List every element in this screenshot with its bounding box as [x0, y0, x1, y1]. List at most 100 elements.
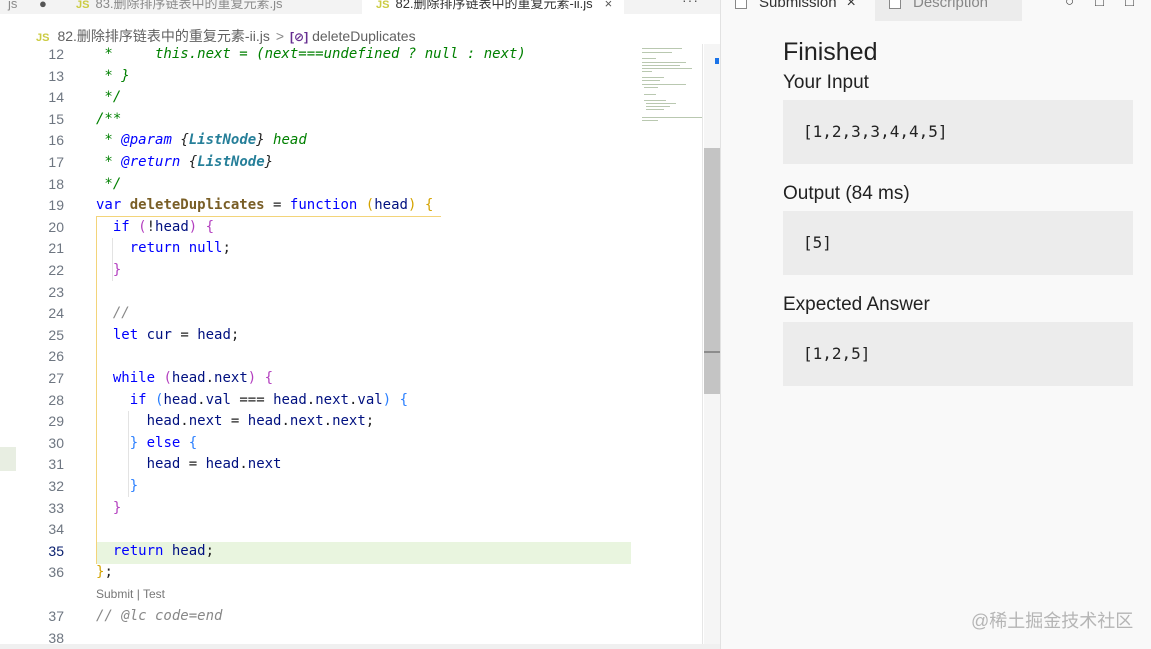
code-line[interactable]: 26	[0, 346, 640, 368]
line-number: 24	[48, 305, 64, 322]
code-text: if (head.val === head.next.val) {	[129, 391, 408, 408]
code-text: let cur = head;	[112, 326, 240, 343]
tab-label: Submission	[759, 0, 837, 11]
line-number: 21	[48, 240, 64, 257]
code-line[interactable]: 30 } else {	[0, 433, 640, 455]
line-number: 23	[48, 283, 64, 300]
tab-description[interactable]: Description	[875, 0, 1023, 21]
code-text: */	[96, 175, 122, 192]
close-icon[interactable]: ×	[846, 0, 856, 11]
maximize-icon[interactable]: □	[1125, 0, 1135, 10]
code-line[interactable]: 18 */	[0, 174, 640, 196]
breadcrumb-file[interactable]: 82.删除排序链表中的重复元素-ii.js	[57, 28, 270, 44]
line-number: 22	[48, 262, 64, 278]
scrollbar-cursor-marker	[704, 351, 720, 353]
code-line[interactable]: 27 while (head.next) {	[0, 368, 640, 390]
gutter-change-marker	[0, 447, 16, 471]
code-text: var deleteDuplicates = function (head) {	[96, 197, 434, 214]
close-icon[interactable]: ×	[604, 0, 613, 11]
code-line[interactable]: 12 * this.next = (next===undefined ? nul…	[0, 44, 640, 66]
code-line[interactable]: 28 if (head.val === head.next.val) {	[0, 390, 640, 412]
function-scope-highlight	[96, 216, 441, 564]
result-status-title: Finished	[783, 38, 878, 66]
code-text: /**	[96, 110, 122, 127]
preview-icon	[889, 0, 901, 10]
js-file-icon: JS	[76, 0, 90, 11]
editor-ruler	[702, 44, 703, 649]
code-line[interactable]: 38	[0, 628, 640, 649]
code-line[interactable]: 22 }	[0, 260, 640, 282]
code-text: while (head.next) {	[112, 370, 274, 386]
code-line[interactable]: 24 //	[0, 303, 640, 325]
line-number: 15	[48, 110, 64, 127]
code-text: };	[96, 564, 113, 581]
code-text: }	[129, 478, 139, 494]
code-line[interactable]: 33 }	[0, 498, 640, 520]
code-line[interactable]: 34	[0, 519, 640, 541]
code-text: // @lc code=end	[96, 608, 223, 624]
code-line[interactable]: 20 if (!head) {	[0, 217, 640, 239]
editor-bottom-edge	[0, 644, 720, 649]
scrollbar-thumb[interactable]	[704, 148, 720, 394]
code-text: */	[96, 89, 122, 106]
code-line[interactable]: 25 let cur = head;	[0, 325, 640, 347]
line-number: 37	[48, 608, 64, 624]
line-number: 33	[48, 499, 64, 516]
code-text: head.next = head.next.next;	[146, 413, 375, 430]
code-line[interactable]: 31 head = head.next	[0, 454, 640, 476]
symbol-method-icon: [⊘]	[290, 30, 309, 44]
code-line[interactable]: 29 head.next = head.next.next;	[0, 411, 640, 433]
code-line[interactable]: 13 * }	[0, 66, 640, 88]
code-line[interactable]: 37 // @lc code=end	[0, 606, 640, 628]
code-text: return null;	[129, 240, 231, 257]
layout-icon[interactable]: □	[1095, 0, 1105, 10]
code-line[interactable]: 23	[0, 282, 640, 304]
code-line[interactable]: 17 * @return {ListNode}	[0, 152, 640, 174]
code-text: return head;	[112, 542, 215, 559]
line-number: 32	[48, 478, 64, 494]
line-number: 13	[48, 67, 64, 84]
line-number: 34	[48, 521, 64, 538]
breadcrumb-symbol[interactable]: deleteDuplicates	[312, 28, 416, 44]
line-number: 26	[48, 348, 64, 365]
js-file-icon: JS	[376, 0, 390, 11]
code-text: * @param {ListNode} head	[96, 132, 307, 149]
code-text: if (!head) {	[112, 218, 215, 235]
test-link[interactable]: Test	[142, 587, 165, 601]
line-number: 12	[48, 46, 64, 62]
code-line[interactable]: 16 * @param {ListNode} head	[0, 130, 640, 152]
more-actions-icon[interactable]: ···	[682, 0, 699, 8]
code-text: }	[112, 262, 122, 278]
code-text: head = head.next	[146, 456, 282, 473]
line-number: 25	[48, 326, 64, 343]
code-line[interactable]: 36};	[0, 562, 640, 584]
output-value: [5]	[783, 211, 1133, 275]
code-text: * }	[96, 67, 130, 84]
code-text: //	[96, 305, 130, 322]
tab-previous-file[interactable]: js ●	[8, 0, 47, 14]
panel-tab-bar: Submission × Description ○ □ □	[721, 0, 1151, 22]
code-line[interactable]: 14 */	[0, 87, 640, 109]
code-line[interactable]: 35 return head;	[0, 541, 640, 563]
code-line[interactable]: 32 }	[0, 476, 640, 498]
line-number: 36	[48, 564, 64, 581]
indent-guide	[128, 411, 129, 497]
code-lens: Submit | Test	[96, 587, 165, 601]
submit-link[interactable]: Submit	[96, 587, 134, 601]
indent-guide	[112, 238, 113, 281]
minimap[interactable]	[640, 46, 702, 126]
tab-submission[interactable]: Submission ×	[735, 0, 856, 21]
line-number: 17	[48, 154, 64, 170]
split-editor-icon[interactable]: ○	[1065, 0, 1075, 10]
code-line[interactable]: 21 return null;	[0, 238, 640, 260]
code-line[interactable]: 15 /**	[0, 109, 640, 131]
line-number: 18	[48, 175, 64, 192]
code-text: }	[112, 499, 122, 516]
result-panel: Submission× Description ○ □ □ Finished Y…	[720, 0, 1151, 649]
line-number: 14	[48, 89, 64, 106]
